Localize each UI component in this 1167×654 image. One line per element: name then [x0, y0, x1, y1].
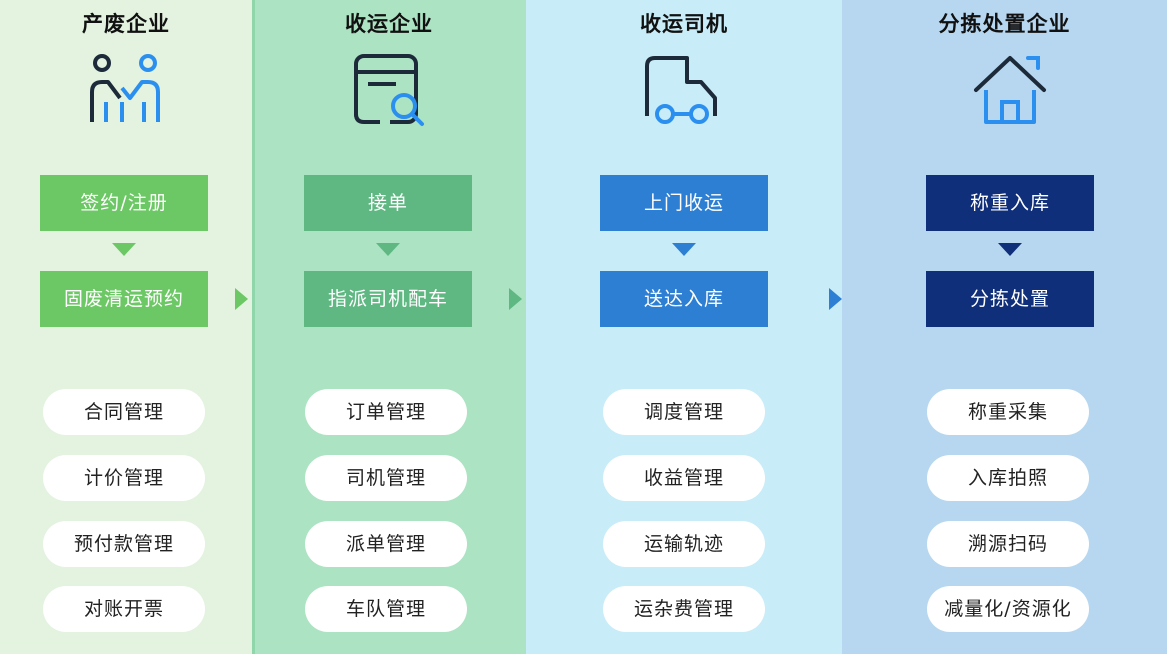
step-sign-register: 签约/注册	[40, 175, 208, 231]
feature-pill[interactable]: 订单管理	[305, 389, 467, 435]
truck-icon	[641, 50, 721, 130]
feature-pill[interactable]: 运杂费管理	[603, 586, 765, 632]
down-arrow-icon	[376, 243, 400, 256]
feature-pill[interactable]: 预付款管理	[43, 521, 205, 567]
step-pickup: 上门收运	[600, 175, 768, 231]
down-arrow-icon	[998, 243, 1022, 256]
down-arrow-icon	[112, 243, 136, 256]
feature-pill[interactable]: 司机管理	[305, 455, 467, 501]
feature-pill[interactable]: 车队管理	[305, 586, 467, 632]
feature-pill[interactable]: 减量化/资源化	[927, 586, 1089, 632]
feature-pill[interactable]: 派单管理	[305, 521, 467, 567]
feature-pill[interactable]: 合同管理	[43, 389, 205, 435]
down-arrow-icon	[672, 243, 696, 256]
column-title: 产废企业	[82, 12, 170, 36]
feature-pill[interactable]: 对账开票	[43, 586, 205, 632]
right-arrow-icon	[235, 288, 248, 310]
step-accept-order: 接单	[304, 175, 472, 231]
column-title: 分拣处置企业	[938, 12, 1071, 36]
right-arrow-icon	[829, 288, 842, 310]
handshake-people-icon	[86, 50, 166, 130]
step-booking: 固废清运预约	[40, 271, 208, 327]
feature-pill[interactable]: 计价管理	[43, 455, 205, 501]
home-icon	[970, 50, 1050, 130]
column-collection-company: 收运企业 接单 指派司机配车 订单管理 司机管理 派单管理 车队管理	[252, 0, 526, 654]
right-arrow-icon	[509, 288, 522, 310]
feature-pill[interactable]: 运输轨迹	[603, 521, 765, 567]
step-assign-driver: 指派司机配车	[304, 271, 472, 327]
document-search-icon	[350, 50, 430, 130]
feature-pill[interactable]: 溯源扫码	[927, 521, 1089, 567]
feature-pill[interactable]: 入库拍照	[927, 455, 1089, 501]
column-waste-producer: 产废企业 签约/注册 固废清运预约 合同管理 计价管理 预付款管理 对账开票	[0, 0, 252, 654]
column-sorting-disposal: 分拣处置企业 称重入库 分拣处置 称重采集 入库拍照 溯源扫码 减量化/资源化	[842, 0, 1167, 654]
step-sort-dispose: 分拣处置	[926, 271, 1094, 327]
column-collection-driver: 收运司机 上门收运 送达入库 调度管理 收益管理 运输轨迹 运杂费管理	[526, 0, 842, 654]
column-title: 收运企业	[345, 12, 433, 36]
feature-pill[interactable]: 收益管理	[603, 455, 765, 501]
feature-pill[interactable]: 称重采集	[927, 389, 1089, 435]
step-weigh-store: 称重入库	[926, 175, 1094, 231]
column-title: 收运司机	[640, 12, 728, 36]
feature-pill[interactable]: 调度管理	[603, 389, 765, 435]
step-deliver-storage: 送达入库	[600, 271, 768, 327]
